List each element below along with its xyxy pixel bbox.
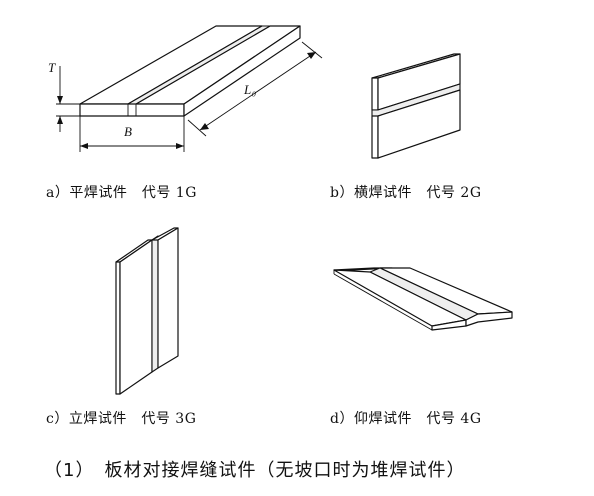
figure-caption: （1） 板材对接焊缝试件（无坡口时为堆焊试件） (44, 460, 466, 481)
plate-4g-drawing (333, 267, 513, 331)
label-1g: a）平焊试件 代号 1G (46, 185, 197, 201)
dim-label-t: T (48, 60, 56, 75)
plate-2g-drawing (371, 53, 461, 159)
label-4g: d）仰焊试件 代号 4G (330, 411, 482, 427)
dim-label-l: L₀ (244, 82, 257, 97)
plate-1g-drawing (56, 25, 323, 152)
plate-3g-drawing (115, 227, 179, 395)
label-2g: b）横焊试件 代号 2G (330, 185, 482, 201)
dim-label-b: B (124, 124, 133, 139)
label-3g: c）立焊试件 代号 3G (46, 411, 197, 427)
